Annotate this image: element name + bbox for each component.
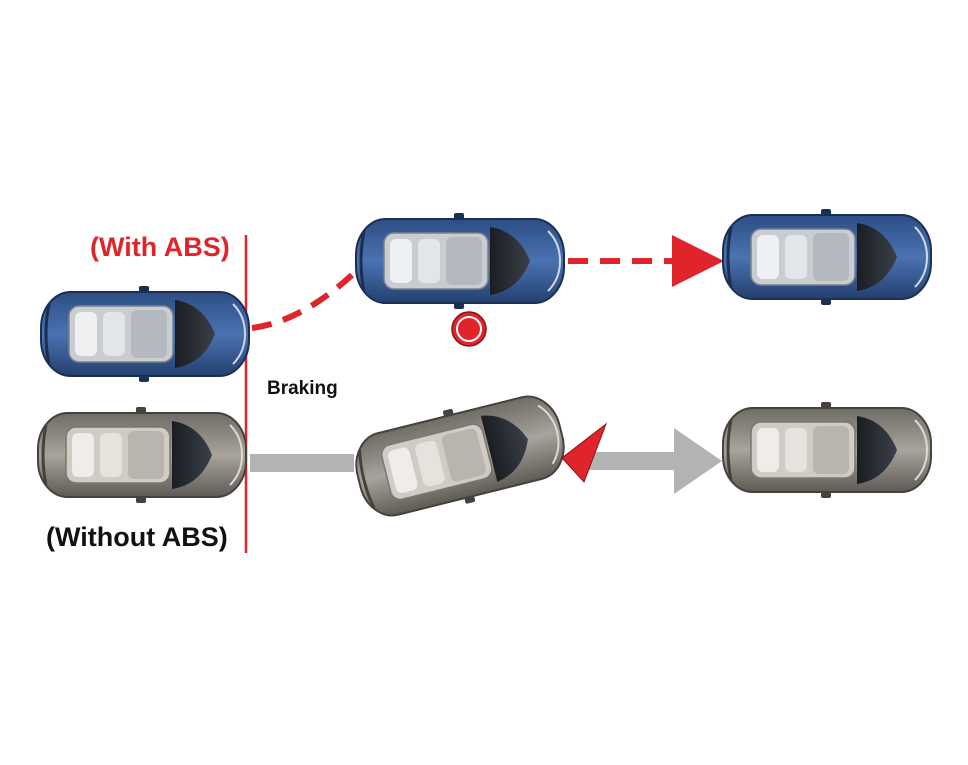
abs-path-arrowhead: [672, 235, 724, 287]
blue-car-top-view-icon: [39, 284, 251, 384]
no-abs-path-segment-2: [585, 452, 677, 470]
gray-car-top-view-icon: [345, 382, 575, 530]
abs-path-curve: [251, 272, 355, 331]
red-impact-arrow-icon: [561, 422, 608, 483]
blue-car-top-view-icon: [354, 211, 566, 311]
no-abs-path-segment-1: [250, 454, 354, 472]
blue-car-top-view-icon: [721, 207, 933, 307]
without-abs-label: (Without ABS): [46, 522, 228, 552]
no-abs-path-arrowhead: [674, 428, 722, 494]
gray-car-top-view-icon: [721, 400, 933, 500]
with-abs-label: (With ABS): [90, 232, 230, 262]
braking-label: Braking: [267, 378, 338, 399]
red-target-circle-icon: [451, 311, 487, 347]
gray-car-top-view-icon: [36, 405, 248, 505]
